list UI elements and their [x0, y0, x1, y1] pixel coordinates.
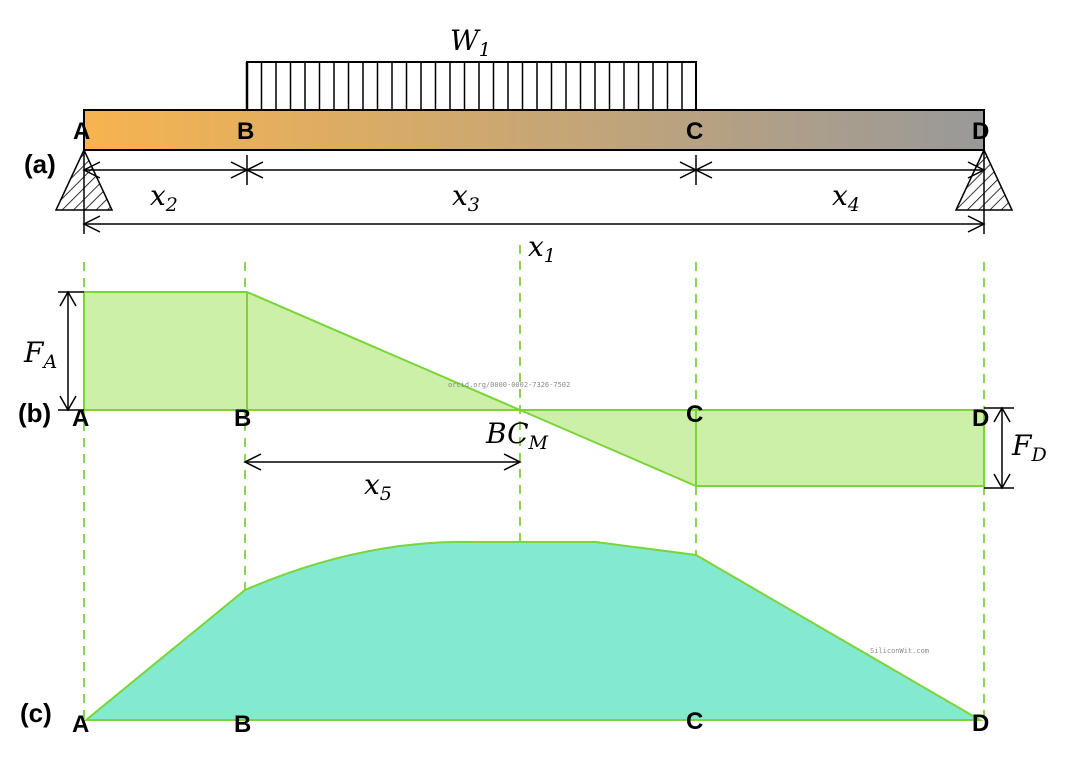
watermark-site: SiliconWit.com — [870, 647, 929, 655]
panel-label-b: (b) — [18, 398, 51, 428]
dim-label-x1: x1 — [528, 230, 556, 267]
force-label-fa: FA — [23, 336, 57, 373]
watermark-orcid: orcid.org/0000-0002-7326-7502 — [448, 381, 570, 389]
point-label-a-shear: A — [72, 405, 89, 432]
dimension-lines — [82, 150, 986, 234]
panel-label-a: (a) — [24, 149, 56, 179]
point-label-d-shear: D — [972, 405, 989, 432]
point-label-c-beam: C — [686, 118, 703, 145]
force-label-fd: FD — [1011, 429, 1047, 466]
dim-label-x5: x5 — [364, 468, 392, 505]
point-label-d-beam: D — [972, 118, 989, 145]
point-label-c-moment: C — [686, 708, 703, 735]
guide-lines — [83, 245, 985, 720]
point-label-a-moment: A — [72, 711, 89, 738]
dim-label-x3: x3 — [452, 179, 480, 216]
dim-label-x4: x4 — [832, 179, 860, 216]
point-label-b-shear: B — [234, 405, 251, 432]
load-label-w1: W1 — [450, 24, 491, 61]
panel-label-c: (c) — [20, 698, 52, 728]
point-label-b-beam: B — [237, 118, 254, 145]
point-label-b-moment: B — [234, 711, 251, 738]
moment-diagram — [83, 540, 984, 721]
distributed-load — [246, 61, 697, 111]
beam — [83, 109, 985, 151]
dim-x5-arrow — [243, 453, 522, 471]
force-arrow-fa — [58, 290, 84, 412]
force-label-bcm: BCM — [485, 417, 549, 454]
point-label-c-shear: C — [686, 401, 703, 428]
point-label-d-moment: D — [972, 710, 989, 737]
force-arrow-fd — [984, 406, 1014, 490]
dim-label-x2: x2 — [150, 179, 178, 216]
shear-diagram-fill — [84, 292, 984, 486]
point-label-a-beam: A — [73, 118, 90, 145]
